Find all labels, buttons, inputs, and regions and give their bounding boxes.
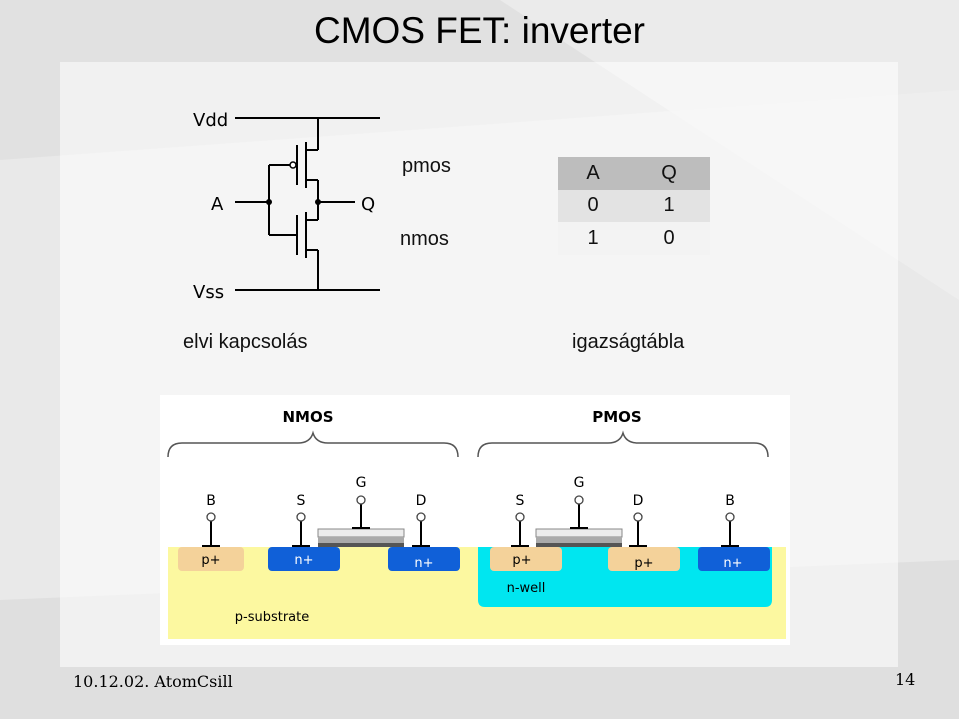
region-label-nplus: n+ xyxy=(294,553,313,568)
truth-table-caption: igazságtábla xyxy=(572,331,685,353)
vss-label: Vss xyxy=(193,282,224,300)
pmos-label: pmos xyxy=(402,155,451,177)
region-label-pplus: p+ xyxy=(634,556,653,571)
truth-table: A Q 0 1 1 0 xyxy=(558,157,710,255)
pmos-terminal-g: G xyxy=(574,475,585,491)
page-number: 14 xyxy=(895,670,916,689)
nmos-title: NMOS xyxy=(282,408,333,426)
region-label-nplus: n+ xyxy=(723,556,742,571)
pmos-drain-pplus xyxy=(608,547,680,571)
slide-title: CMOS FET: inverter xyxy=(314,10,645,51)
pmos-source-pplus xyxy=(490,547,562,571)
nmos-terminal-d: D xyxy=(416,493,427,509)
nmos-terminal-g: G xyxy=(356,475,367,491)
input-a-label: A xyxy=(211,194,224,215)
inverter-schematic: Vdd Vss A Q xyxy=(193,110,380,300)
nmos-source-nplus xyxy=(268,547,340,571)
footer-date-author: 10.12.02. AtomCsill xyxy=(73,672,233,691)
output-q-label: Q xyxy=(361,194,375,215)
schematic-caption: elvi kapcsolás xyxy=(183,331,308,353)
pmos-body-nplus xyxy=(698,547,770,571)
table-row: 0 1 xyxy=(558,189,710,223)
nmos-body-pplus xyxy=(178,547,244,571)
vdd-label: Vdd xyxy=(193,110,228,131)
pmos-terminal-d: D xyxy=(633,493,644,509)
cell-q: 1 xyxy=(663,194,675,217)
region-label-nplus: n+ xyxy=(414,556,433,571)
region-label-nwell: n-well xyxy=(507,581,546,596)
header-q: Q xyxy=(661,161,677,184)
cell-a: 0 xyxy=(587,194,599,217)
cmos-cross-section: NMOS PMOS B S G D S G D B p+ n+ n+ p+ p+… xyxy=(160,395,790,645)
region-label-psubstrate: p-substrate xyxy=(235,610,309,625)
nmos-label: nmos xyxy=(400,228,449,250)
nmos-terminal-b: B xyxy=(206,493,216,509)
table-row: 1 0 xyxy=(558,222,710,255)
header-a: A xyxy=(586,161,600,184)
region-label-pplus: p+ xyxy=(512,553,531,568)
pmos-terminal-b: B xyxy=(725,493,735,509)
cell-q: 0 xyxy=(663,227,675,250)
cell-a: 1 xyxy=(587,227,599,250)
region-label-pplus: p+ xyxy=(201,553,220,568)
pmos-terminal-s: S xyxy=(516,493,525,509)
nmos-terminal-s: S xyxy=(297,493,306,509)
nmos-drain-nplus xyxy=(388,547,460,571)
truth-table-header: A Q xyxy=(558,157,710,190)
pmos-title: PMOS xyxy=(592,408,641,426)
